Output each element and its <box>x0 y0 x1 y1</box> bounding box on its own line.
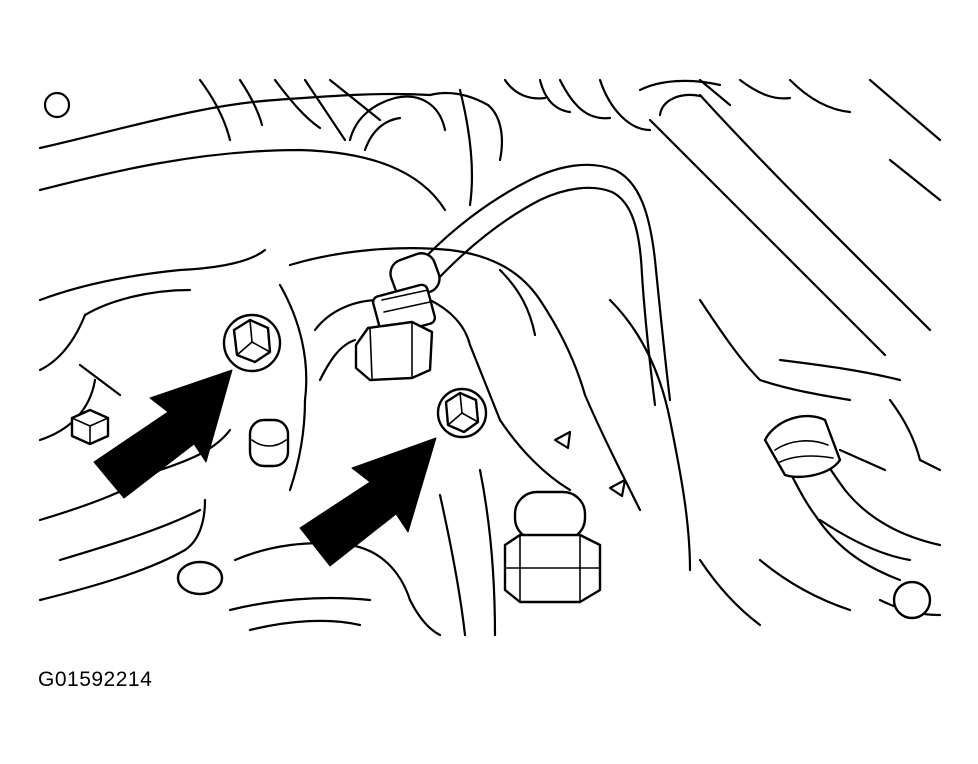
hex-fitting <box>503 490 602 604</box>
coolant-hose <box>763 414 942 582</box>
engine-casting-lines <box>38 78 942 637</box>
boss-right <box>892 580 932 620</box>
plug-lower-left <box>176 560 224 596</box>
indicator-arrows <box>93 369 437 567</box>
stud-left <box>248 418 290 468</box>
bolt-left <box>222 313 282 373</box>
oxygen-sensor <box>354 252 441 382</box>
bolt-far-left <box>70 408 110 446</box>
arrow-right <box>299 437 437 567</box>
arrow-left <box>93 369 233 499</box>
sensor-wire <box>413 163 672 407</box>
bolt-right <box>436 387 488 439</box>
figure-code: G01592214 <box>38 668 153 691</box>
